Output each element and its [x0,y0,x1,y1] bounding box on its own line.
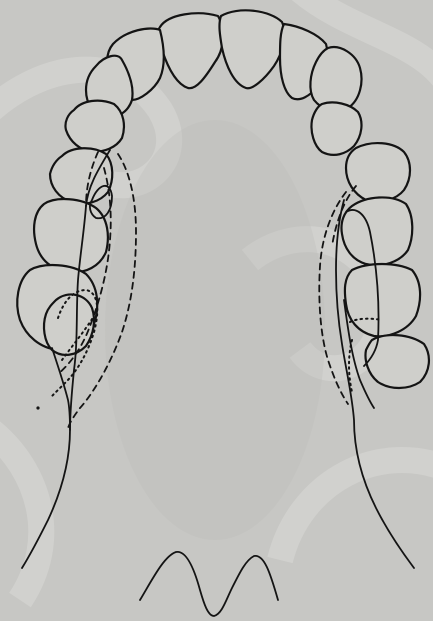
left-mark-dot [36,406,39,409]
upper-right-second-molar [345,264,420,336]
upper-left-third-molar [44,294,94,354]
upper-right-first-molar [341,197,412,265]
upper-left-first-premolar [65,101,123,152]
upper-right-first-premolar [311,102,361,154]
upper-left-first-molar [34,199,108,272]
palate-shading [105,120,325,540]
upper-right-third-molar [366,335,429,388]
upper-right-canine [310,47,361,111]
upper-right-second-premolar [346,143,410,201]
